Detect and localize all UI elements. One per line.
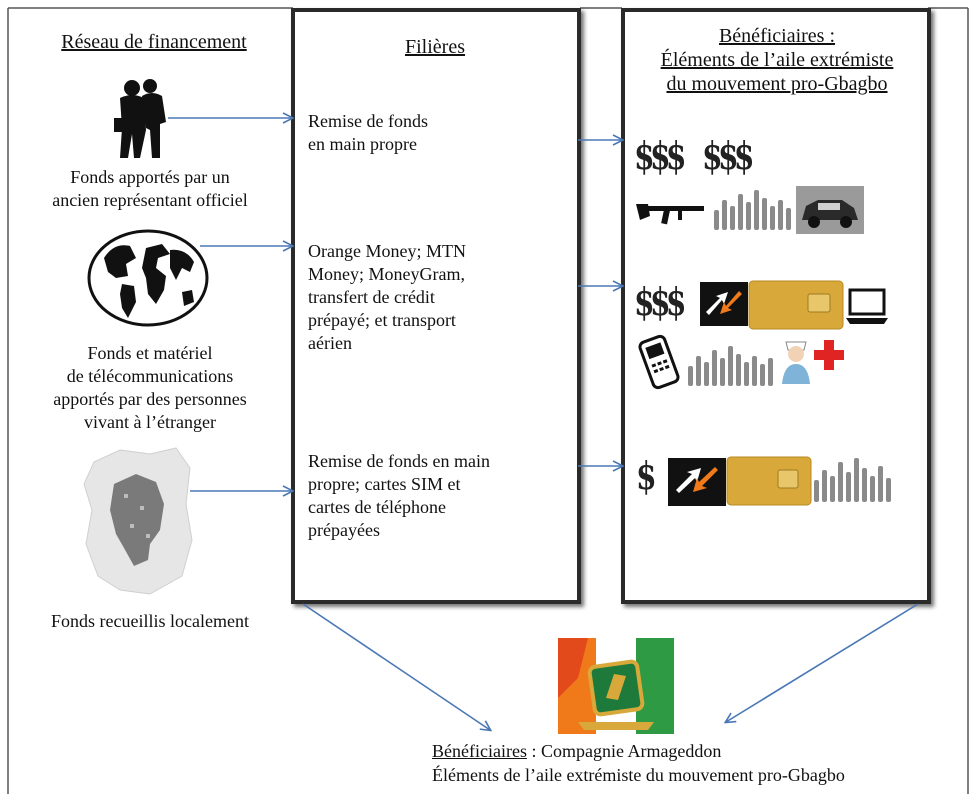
sim-card-icon (748, 280, 844, 330)
channel-1-line1: Remise de fonds (308, 111, 428, 131)
source-1-line2: ancien représentant officiel (52, 190, 248, 210)
globe-icon (87, 229, 209, 327)
red-cross-icon (814, 340, 844, 370)
dollar-signs-icon: $$$ (702, 133, 755, 178)
arrow-channels-to-armageddon (302, 603, 490, 730)
channel-3-line4: prépayées (308, 520, 380, 540)
channel-2-line4: prépayé; et transport (308, 310, 456, 330)
dollar-signs-icon: $$$ (634, 133, 687, 178)
bottom-beneficiaries-line1: Bénéficiaires : Compagnie Armageddon (432, 740, 721, 763)
ammunition-icon (714, 190, 791, 230)
bottom-beneficiaries-line2: Éléments de l’aile extrémiste du mouveme… (432, 765, 845, 785)
dollar-signs-icon: $$$ (634, 279, 687, 324)
source-2-line4: vivant à l’étranger (84, 412, 216, 432)
source-2-line3: apportés par des personnes (53, 389, 247, 409)
cote-divoire-map-icon (83, 447, 193, 595)
rifle-icon (636, 204, 704, 225)
source-1-label: Fonds apportés par un ancien représentan… (10, 166, 290, 212)
arrow-beneficiaries-to-armageddon (726, 603, 919, 722)
channel-3-line3: cartes de téléphone (308, 497, 446, 517)
channel-2-line5: aérien (308, 333, 352, 353)
laptop-icon (846, 288, 888, 324)
channel-1-text: Remise de fonds en main propre (308, 110, 563, 156)
right-title-line1: Bénéficiaires : (718, 25, 836, 47)
ammunition-icon (688, 346, 773, 386)
source-1-line1: Fonds apportés par un (70, 167, 230, 187)
orange-money-logo-icon (700, 282, 748, 326)
right-title-line3: du mouvement pro-Gbagbo (666, 73, 888, 95)
dollar-signs-icon: $ (636, 453, 657, 498)
channel-2-line2: Money; MoneyGram, (308, 264, 465, 284)
left-column-title: Réseau de financement (61, 31, 247, 53)
bottom-beneficiaries-rest: : Compagnie Armageddon (526, 741, 722, 761)
orange-money-logo-icon (668, 458, 726, 506)
source-2-line1: Fonds et matériel (87, 343, 213, 363)
mobile-phone-icon (638, 334, 680, 390)
nurse-icon (782, 341, 810, 384)
channel-2-line1: Orange Money; MTN (308, 241, 466, 261)
channel-1-line2: en main propre (308, 134, 417, 154)
right-column-title: Bénéficiaires : Éléments de l’aile extré… (628, 24, 926, 96)
source-2-label: Fonds et matériel de télécommunications … (10, 342, 290, 434)
armageddon-emblem-icon (558, 638, 674, 734)
channel-3-line1: Remise de fonds en main (308, 451, 490, 471)
vehicle-photo-icon (796, 186, 864, 234)
channel-3-line2: propre; cartes SIM et (308, 474, 461, 494)
channel-2-line3: transfert de crédit (308, 287, 435, 307)
sim-card-icon (726, 456, 812, 506)
channel-2-text: Orange Money; MTN Money; MoneyGram, tran… (308, 240, 563, 355)
silhouette-people-icon (114, 79, 166, 158)
channels-column-box (291, 8, 581, 604)
middle-column-title: Filières (405, 36, 465, 58)
channel-3-text: Remise de fonds en main propre; cartes S… (308, 450, 563, 542)
ammunition-icon (814, 458, 891, 502)
bottom-beneficiaries-label: Bénéficiaires (432, 741, 527, 761)
source-2-line2: de télécommunications (66, 366, 234, 386)
source-3-label: Fonds recueillis localement (51, 611, 249, 631)
right-title-line2: Éléments de l’aile extrémiste (660, 49, 894, 71)
